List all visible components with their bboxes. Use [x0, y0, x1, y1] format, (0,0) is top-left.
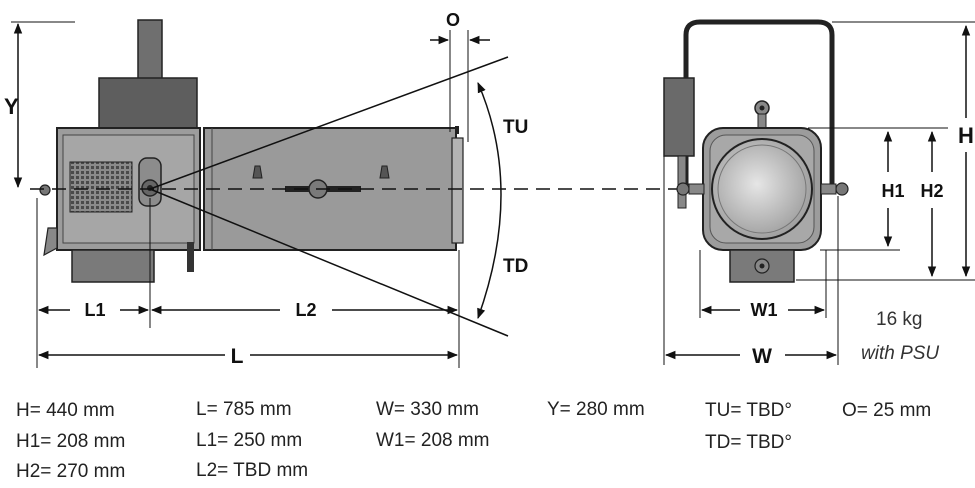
- label-td: TD: [503, 256, 528, 277]
- front-view: [663, 19, 849, 283]
- psu-box: [663, 77, 695, 157]
- label-h1: H1: [881, 181, 904, 201]
- spec-h1: H1= 208 mm: [16, 431, 126, 452]
- label-y: Y: [4, 94, 19, 119]
- spec-l: L= 785 mm: [196, 399, 292, 420]
- spec-y: Y= 280 mm: [547, 399, 645, 420]
- spec-l2: L2= TBD mm: [196, 460, 309, 481]
- front-lens: [711, 138, 813, 240]
- left-pivot-bolt: [676, 182, 690, 196]
- rear-handle: [43, 227, 58, 257]
- spec-tu: TU= TBD°: [705, 400, 792, 421]
- spec-o: O= 25 mm: [842, 400, 932, 421]
- label-l: L: [231, 345, 244, 368]
- right-pivot-bolt: [835, 182, 849, 196]
- barrel-lug-right: [379, 165, 390, 179]
- side-view-dimension-lines: [11, 21, 700, 368]
- label-h2: H2: [920, 181, 943, 201]
- spec-w1: W1= 208 mm: [376, 430, 490, 451]
- spec-l1: L1= 250 mm: [196, 430, 303, 451]
- spec-w: W= 330 mm: [376, 399, 479, 420]
- label-l2: L2: [295, 300, 316, 320]
- front-view-dimension-lines: [663, 21, 975, 365]
- front-ring: [451, 137, 464, 244]
- spec-h: H= 440 mm: [16, 400, 115, 421]
- vent-grille: [69, 161, 133, 213]
- label-w1: W1: [751, 300, 778, 320]
- label-tu: TU: [503, 117, 528, 138]
- label-w: W: [752, 345, 772, 368]
- spec-td: TD= TBD°: [705, 432, 792, 453]
- bottom-foot: [71, 249, 155, 283]
- top-vent: [137, 19, 163, 81]
- weight-note: with PSU: [861, 343, 939, 364]
- spec-h2: H2= 270 mm: [16, 461, 126, 482]
- weight-value: 16 kg: [876, 309, 922, 330]
- label-h: H: [958, 123, 974, 148]
- rear-bolt: [39, 184, 51, 196]
- barrel-lug-left: [252, 165, 263, 179]
- lock-lever: [187, 242, 194, 272]
- yoke-bracket: [683, 19, 835, 185]
- label-o: O: [446, 10, 460, 30]
- label-l1: L1: [84, 300, 105, 320]
